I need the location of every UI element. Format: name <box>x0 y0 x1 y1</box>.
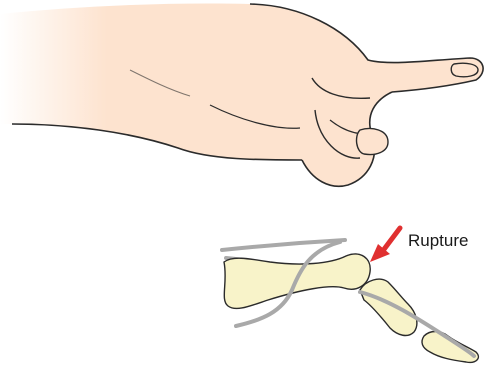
hand <box>0 3 483 186</box>
thumb-nail <box>357 129 388 155</box>
rupture-arrow <box>370 228 400 262</box>
index-fingernail <box>451 63 478 77</box>
distal-phalanx <box>422 332 478 363</box>
rupture-label: Rupture <box>408 231 468 250</box>
middle-phalanx <box>360 279 417 335</box>
finger-bone-diagram: Rupture <box>222 228 478 362</box>
